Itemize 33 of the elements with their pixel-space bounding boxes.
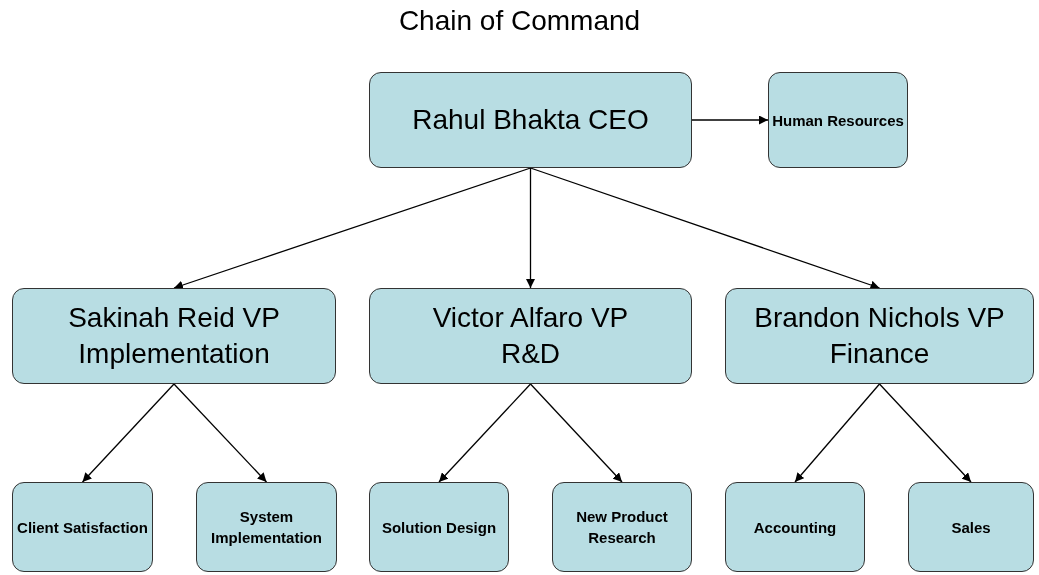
box-label: Solution Design <box>381 517 497 538</box>
arrow <box>173 383 268 483</box>
arrow <box>794 383 881 483</box>
position-box <box>12 288 336 384</box>
box-label: Rahul Bhakta CEO <box>412 103 649 137</box>
box-label: Sakinah Reid VP Implementation <box>67 301 281 371</box>
arrow <box>529 383 623 483</box>
box-label: Brandon Nichols VP Finance <box>753 301 1006 371</box>
box-label: Human Resources <box>772 110 904 131</box>
arrow <box>529 167 881 290</box>
box-label: New Product Research <box>575 507 669 548</box>
department-box <box>196 482 337 572</box>
position-box <box>369 72 692 168</box>
department-box <box>552 482 692 572</box>
arrow <box>526 167 535 289</box>
department-box <box>725 482 865 572</box>
arrow <box>438 383 532 483</box>
arrow <box>691 115 769 125</box>
box-label: Victor Alfaro VP R&D <box>431 301 630 371</box>
department-box <box>768 72 908 168</box>
department-box <box>908 482 1034 572</box>
box-label: System Implementation <box>210 507 323 548</box>
box-label: Client Satisfaction <box>17 517 148 538</box>
arrow <box>173 167 532 290</box>
arrow <box>878 383 972 483</box>
box-label: Sales <box>951 517 991 538</box>
arrow <box>81 383 175 483</box>
department-box <box>12 482 153 572</box>
box-label: Accounting <box>753 517 837 538</box>
position-box <box>369 288 692 384</box>
department-box <box>369 482 509 572</box>
diagram-title: Chain of Command <box>397 5 642 37</box>
position-box <box>725 288 1034 384</box>
